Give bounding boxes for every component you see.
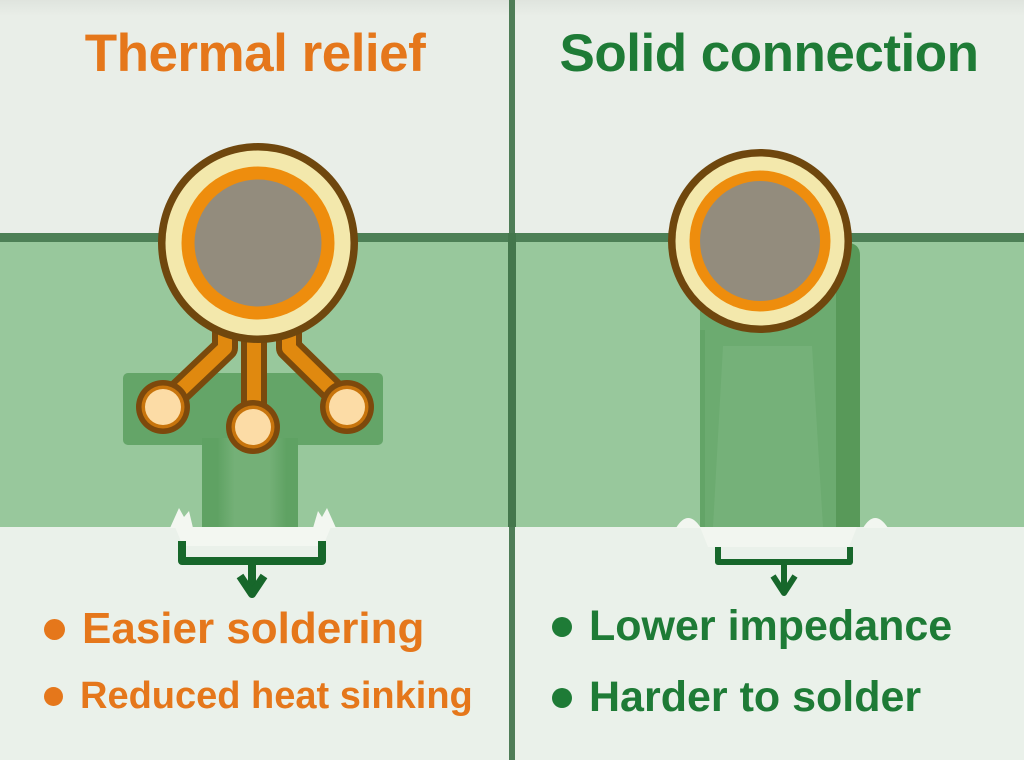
neck-highlight-right	[676, 518, 888, 547]
bullet-text: Reduced heat sinking	[80, 675, 473, 717]
bullet-dot-icon	[552, 616, 572, 637]
width-bracket-left-icon	[178, 541, 326, 598]
thermal-relief-pad	[158, 143, 358, 343]
list-item: Harder to solder	[552, 673, 952, 722]
spoke-pad-left	[136, 380, 190, 434]
right-bullet-list: Lower impedance Harder to solder	[552, 602, 952, 722]
bullet-dot-icon	[44, 618, 65, 640]
thermal-spoke-pads	[136, 380, 374, 454]
list-item: Easier soldering	[44, 604, 473, 654]
left-bullet-list: Easier soldering Reduced heat sinking	[44, 604, 473, 718]
list-item: Lower impedance	[552, 602, 952, 651]
list-item: Reduced heat sinking	[44, 675, 473, 718]
neck-highlight-left	[170, 508, 336, 546]
bullet-dot-icon	[44, 687, 63, 706]
panel-divider-band-segment	[508, 233, 516, 527]
spoke-pad-right	[320, 380, 374, 434]
bullet-text: Lower impedance	[589, 602, 953, 650]
width-bracket-right-icon	[715, 547, 853, 596]
right-panel-title: Solid connection	[559, 24, 979, 83]
bullet-dot-icon	[552, 687, 572, 708]
left-panel-title: Thermal relief	[84, 24, 426, 83]
solid-connection-pad	[668, 149, 852, 333]
bullet-text: Easier soldering	[82, 604, 425, 653]
bullet-text: Harder to solder	[589, 673, 922, 721]
spoke-pad-center	[226, 400, 280, 454]
